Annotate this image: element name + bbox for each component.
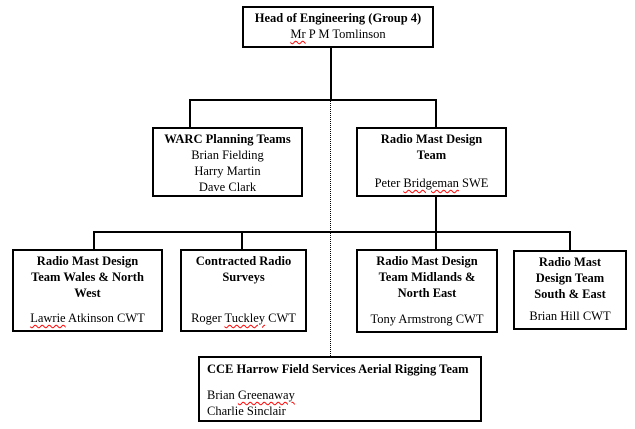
person-name-start: Brian (207, 388, 238, 402)
misspelled-word: Lawrie (30, 311, 66, 325)
misspelled-word: Tuckley (224, 311, 266, 325)
person-name-rest: CWT (265, 311, 296, 325)
node-title-line: Design Team (535, 271, 605, 285)
misspelled-word: Mr (290, 27, 306, 41)
node-title-line: Radio Mast (538, 255, 602, 269)
connector-to-warc (189, 100, 191, 128)
org-node-rmdt-wales-north-west: Radio Mast Design Team Wales & North Wes… (12, 249, 163, 332)
node-title: WARC Planning Teams (164, 132, 291, 146)
node-member: Brian Greenaway (207, 387, 473, 403)
node-title-line: Radio Mast Design (380, 132, 483, 146)
node-person: Peter Bridgeman SWE (360, 175, 503, 191)
node-member: Charlie Sinclair (207, 404, 286, 418)
node-title-line: Radio Mast Design (376, 254, 478, 268)
connector-head-down (330, 48, 332, 100)
org-node-rmdt-midlands-north-east: Radio Mast Design Team Midlands & North … (356, 249, 498, 333)
node-person: Lawrie Atkinson CWT (16, 310, 159, 326)
org-node-rmdt-south-east: Radio Mast Design Team South & East Bria… (513, 250, 627, 330)
person-name-rest: Atkinson CWT (65, 311, 145, 325)
node-title-line: Team (416, 148, 447, 162)
connector-to-wales (93, 232, 95, 250)
node-title-line: North East (397, 286, 457, 300)
connector-dotted-head-to-cce (330, 101, 331, 356)
node-title-block: Radio Mast Design Team (360, 131, 503, 163)
node-title-block: Contracted Radio Surveys (184, 253, 303, 285)
node-title-line: Contracted Radio (195, 254, 292, 268)
node-title: Head of Engineering (Group 4) (254, 11, 422, 25)
spacer (207, 377, 473, 387)
person-name-start: Roger (191, 311, 225, 325)
node-title-line: South & East (534, 287, 606, 301)
connector-rmdt-down (435, 197, 437, 250)
node-title-line: West (74, 286, 101, 300)
person-name-start: Peter (374, 176, 404, 190)
person-name-rest: SWE (458, 176, 489, 190)
org-node-cce-harrow-aerial-rigging: CCE Harrow Field Services Aerial Rigging… (198, 356, 482, 422)
node-member: Dave Clark (198, 180, 257, 194)
node-title-line: Surveys (222, 270, 265, 284)
node-title: CCE Harrow Field Services Aerial Rigging… (207, 362, 469, 376)
misspelled-word: Greenaway (237, 388, 295, 402)
node-person: Roger Tuckley CWT (184, 310, 303, 326)
org-node-warc-planning-teams: WARC Planning Teams Brian Fielding Harry… (152, 127, 303, 197)
node-member: Harry Martin (194, 164, 261, 178)
node-person: Tony Armstrong CWT (370, 312, 484, 326)
connector-to-contracted (241, 232, 243, 250)
node-title-line: Radio Mast Design (36, 254, 139, 268)
connector-level2-rail (189, 99, 437, 101)
node-person: Brian Hill CWT (529, 309, 611, 323)
node-title-block: Radio Mast Design Team Wales & North Wes… (16, 253, 159, 301)
org-node-head-of-engineering: Head of Engineering (Group 4) Mr P M Tom… (242, 6, 434, 48)
node-title-line: Team Wales & North (31, 270, 144, 284)
org-node-radio-mast-design-team: Radio Mast Design Team Peter Bridgeman S… (356, 127, 507, 197)
connector-level3-rail (93, 231, 571, 233)
connector-to-south (569, 232, 571, 251)
person-name-rest: P M Tomlinson (305, 27, 386, 41)
org-node-contracted-radio-surveys: Contracted Radio Surveys Roger Tuckley C… (180, 249, 307, 332)
node-title-block: Radio Mast Design Team Midlands & North … (360, 253, 494, 301)
node-title-line: Team Midlands & (378, 270, 476, 284)
connector-to-rmdt (435, 100, 437, 128)
node-title-block: Radio Mast Design Team South & East (517, 254, 623, 302)
node-person: Mr P M Tomlinson (244, 26, 432, 42)
misspelled-word: Bridgeman (403, 176, 459, 190)
node-member: Brian Fielding (191, 148, 264, 162)
